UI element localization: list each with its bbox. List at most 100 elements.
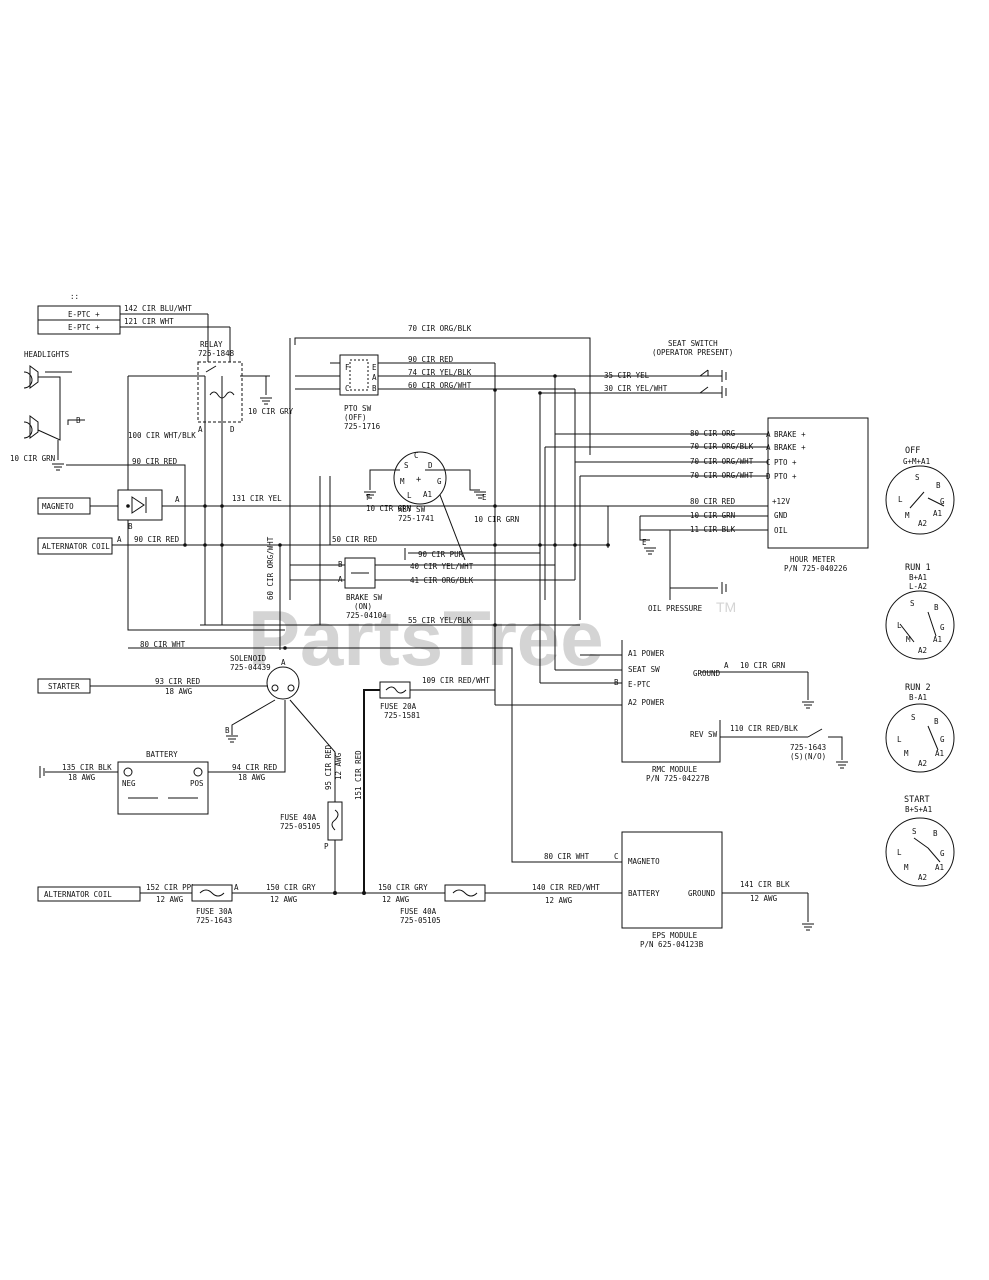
svg-text:L: L xyxy=(897,735,902,744)
relay: RELAY 725-1848 A D 100 CIR WHT/BLK 10 CI… xyxy=(128,340,294,440)
wire-90-red-top: 90 CIR RED xyxy=(132,457,178,466)
svg-text:12 AWG: 12 AWG xyxy=(545,896,573,905)
starter: STARTER 93 CIR RED 18 AWG xyxy=(37,677,201,696)
fuse-20a: FUSE 20A 725-1581 109 CIR RED/WHT xyxy=(379,676,490,720)
svg-text:START: START xyxy=(904,795,930,805)
svg-text:BRAKE +: BRAKE + xyxy=(774,443,806,452)
svg-text:A: A xyxy=(724,661,729,670)
svg-text:S: S xyxy=(911,713,916,722)
svg-text:18 AWG: 18 AWG xyxy=(238,773,266,782)
junction-dots xyxy=(126,374,610,650)
wire-70-top: 70 CIR ORG/BLK xyxy=(408,324,472,333)
svg-text:RMC MODULE: RMC MODULE xyxy=(652,765,698,774)
wire-90-pur: 90 CIR PUR xyxy=(418,550,464,559)
svg-text:FUSE 40A: FUSE 40A xyxy=(400,907,437,916)
svg-text:A: A xyxy=(372,373,377,382)
svg-text:725-04104: 725-04104 xyxy=(346,611,387,620)
svg-text:ALTERNATOR COIL: ALTERNATOR COIL xyxy=(42,542,110,551)
svg-text:F: F xyxy=(345,363,350,372)
wire-40-yel: 40 CIR YEL/WHT xyxy=(410,562,474,571)
svg-text:A1: A1 xyxy=(933,509,942,518)
svg-text:A2: A2 xyxy=(918,519,927,528)
svg-text:A2: A2 xyxy=(918,646,927,655)
svg-text:725-05105: 725-05105 xyxy=(400,916,441,925)
svg-text:A: A xyxy=(338,575,343,584)
svg-text:(S)(N/O): (S)(N/O) xyxy=(790,752,826,761)
svg-text:SOLENOID: SOLENOID xyxy=(230,654,267,663)
svg-text:B: B xyxy=(934,717,939,726)
svg-text:MAGNETO: MAGNETO xyxy=(628,857,660,866)
pto-switch: F E C B A PTO SW (OFF) 725-1716 90 CIR R… xyxy=(339,354,472,431)
svg-text:B: B xyxy=(934,603,939,612)
svg-text:725-1581: 725-1581 xyxy=(384,711,420,720)
svg-text:BATTERY: BATTERY xyxy=(628,889,660,898)
watermark-text: PartsTree xyxy=(248,594,604,682)
svg-text:D: D xyxy=(428,461,433,470)
relay-wire-100: 100 CIR WHT/BLK xyxy=(128,431,196,440)
starter-wire: 93 CIR RED xyxy=(155,677,201,686)
svg-text:P: P xyxy=(324,842,329,851)
seat-switch: SEAT SWITCH (OPERATOR PRESENT) 35 CIR YE… xyxy=(604,339,733,398)
svg-text:L: L xyxy=(897,621,902,630)
headlight-ground-wire: 10 CIR GRN xyxy=(10,454,55,463)
svg-text:HOUR METER: HOUR METER xyxy=(790,555,836,564)
svg-text:B+A1: B+A1 xyxy=(909,573,927,582)
svg-text:D: D xyxy=(766,472,771,481)
brake-switch: B A BRAKE SW (ON) 725-04104 xyxy=(338,557,387,620)
svg-text:PTO +: PTO + xyxy=(774,458,797,467)
svg-text:+12V: +12V xyxy=(772,497,791,506)
svg-text:B: B xyxy=(372,384,377,393)
svg-text:E-PTC: E-PTC xyxy=(628,680,651,689)
svg-text:BATTERY: BATTERY xyxy=(146,750,178,759)
battery: BATTERY NEG POS 135 CIR BLK 18 AWG 94 CI… xyxy=(39,750,278,815)
svg-text:B-A1: B-A1 xyxy=(909,693,927,702)
svg-text:S: S xyxy=(912,827,917,836)
wire-151-red: 151 CIR RED xyxy=(354,750,363,800)
svg-text:MAGNETO: MAGNETO xyxy=(42,502,74,511)
hm-wire-70-org-wht: 70 CIR ORG/WHT xyxy=(690,457,754,466)
battery-neg-wire: 135 CIR BLK xyxy=(62,763,112,772)
eps-wire-80: 80 CIR WHT xyxy=(544,852,590,861)
svg-text:FUSE 20A: FUSE 20A xyxy=(380,702,417,711)
svg-text:A: A xyxy=(766,443,771,452)
svg-text:BRAKE +: BRAKE + xyxy=(774,430,806,439)
svg-text:B: B xyxy=(338,560,343,569)
svg-text:EPS MODULE: EPS MODULE xyxy=(652,931,698,940)
svg-text:S: S xyxy=(404,461,409,470)
svg-text:BRAKE SW: BRAKE SW xyxy=(346,593,383,602)
svg-text:725-05105: 725-05105 xyxy=(280,822,321,831)
fuse-40a-vertical: FUSE 40A 725-05105 P xyxy=(280,801,343,851)
svg-text:12 AWG: 12 AWG xyxy=(334,752,343,780)
svg-text:GROUND: GROUND xyxy=(688,889,716,898)
svg-text:L-A2: L-A2 xyxy=(909,582,927,591)
wire-55-yel: 55 CIR YEL/BLK xyxy=(408,616,472,625)
svg-text:E: E xyxy=(372,363,377,372)
svg-text:OFF: OFF xyxy=(905,446,920,456)
svg-text:12 AWG: 12 AWG xyxy=(270,895,298,904)
svg-text:C: C xyxy=(345,384,350,393)
svg-text:B+S+A1: B+S+A1 xyxy=(905,805,932,814)
svg-text:12 AWG: 12 AWG xyxy=(156,895,184,904)
hm-wire-80-red: 80 CIR RED xyxy=(690,497,736,506)
wire-109: 109 CIR RED/WHT xyxy=(422,676,490,685)
wire-80-wht: 80 CIR WHT xyxy=(140,640,186,649)
alternator-coil-top: ALTERNATOR COIL A xyxy=(37,535,122,555)
svg-text:G: G xyxy=(940,623,945,632)
svg-text:ALTERNATOR COIL: ALTERNATOR COIL xyxy=(44,890,112,899)
eptc-connector: :: E-PTC + E-PTC + xyxy=(37,292,121,335)
hm-wire-11-blk: 11 CIR BLK xyxy=(690,525,736,534)
hm-wire-80-org: 80 CIR ORG xyxy=(690,429,736,438)
svg-text:A: A xyxy=(175,495,180,504)
alternator-coil-bottom: ALTERNATOR COIL 152 CIR PPL 12 AWG xyxy=(37,883,196,904)
hm-wire-10-grn: 10 CIR GRN xyxy=(690,511,735,520)
svg-text:(ON): (ON) xyxy=(354,602,372,611)
key-position-start: START B+S+A1 S B L G M A2 A1 xyxy=(885,795,955,887)
svg-text:GND: GND xyxy=(774,511,788,520)
svg-text:OIL PRESSURE: OIL PRESSURE xyxy=(648,604,703,613)
key-position-off: OFF G+M+A1 S B L G M A2 A1 xyxy=(885,446,955,535)
svg-text:B: B xyxy=(936,481,941,490)
wire-142: 142 CIR BLU/WHT xyxy=(124,304,192,313)
svg-text:RUN 2: RUN 2 xyxy=(905,683,931,693)
svg-text:G: G xyxy=(940,735,945,744)
svg-text:A2: A2 xyxy=(918,759,927,768)
